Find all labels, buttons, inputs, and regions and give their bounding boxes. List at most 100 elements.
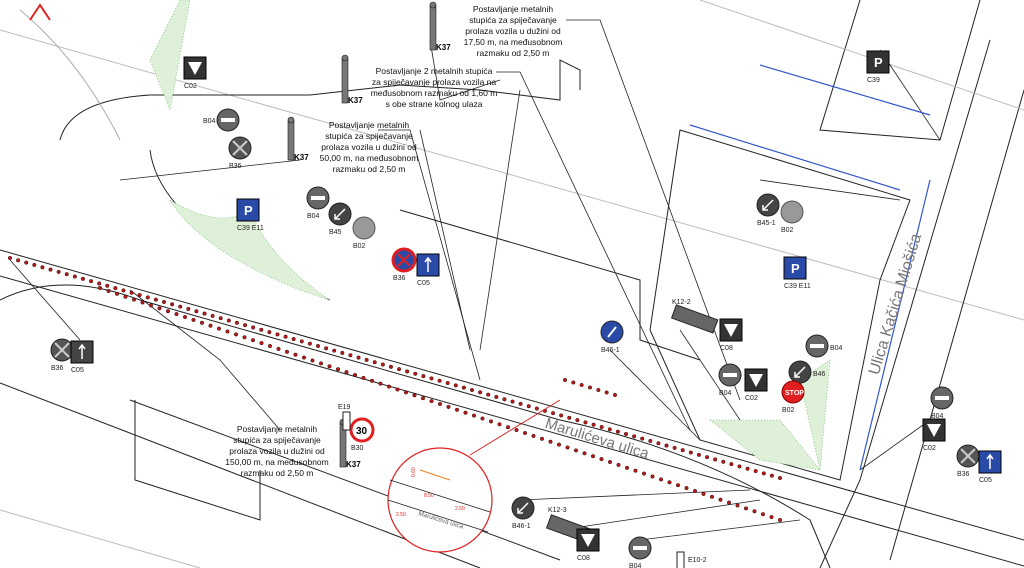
bollard xyxy=(735,503,740,508)
sign-c02 xyxy=(183,56,207,80)
bollard xyxy=(710,494,715,499)
sign-c05 xyxy=(70,340,94,364)
bollard xyxy=(56,269,61,274)
bollard xyxy=(137,293,142,298)
bollard xyxy=(582,451,587,456)
bollard xyxy=(510,399,515,404)
sign-code-label: C02 xyxy=(745,395,758,402)
sign-code-label: C08 xyxy=(577,555,590,562)
bollard xyxy=(596,388,601,393)
bollard xyxy=(7,256,12,261)
bollard xyxy=(202,311,207,316)
bollard xyxy=(446,404,451,409)
bollard xyxy=(412,393,417,398)
bollard xyxy=(302,355,307,360)
bollard xyxy=(445,381,450,386)
bollard xyxy=(348,353,353,358)
bollard xyxy=(534,406,539,411)
bollard xyxy=(336,367,341,372)
sign-code-label: B30 xyxy=(351,445,364,452)
bollard xyxy=(486,392,491,397)
bollard xyxy=(583,420,588,425)
bollard xyxy=(259,341,264,346)
bollard xyxy=(275,332,280,337)
bollard xyxy=(194,309,199,314)
bollard xyxy=(769,473,774,478)
sign-b46 xyxy=(788,360,812,384)
sign-code-label: B46-1 xyxy=(601,347,620,354)
bollard xyxy=(199,320,204,325)
bollard xyxy=(397,367,402,372)
bollard xyxy=(114,291,119,296)
bollard xyxy=(737,464,742,469)
bollard xyxy=(268,344,273,349)
bollard xyxy=(571,380,576,385)
bollard xyxy=(250,338,255,343)
sign-b04 xyxy=(306,186,330,210)
sign-code-label: B46 xyxy=(813,371,826,378)
bollard xyxy=(729,462,734,467)
parking-icon: P xyxy=(244,203,253,218)
bollard xyxy=(574,448,579,453)
bollard xyxy=(364,357,369,362)
sign-c39: P xyxy=(783,256,807,280)
bollard xyxy=(624,432,629,437)
bollard xyxy=(105,283,110,288)
bollard xyxy=(24,260,29,265)
bollard xyxy=(64,272,69,277)
sign-b46-1 xyxy=(511,496,535,520)
bollard xyxy=(565,445,570,450)
sign-code-label: E19 xyxy=(338,404,351,411)
bollard xyxy=(170,302,175,307)
bollard xyxy=(72,274,77,279)
sign-code-label: B04 xyxy=(719,390,732,397)
bollard xyxy=(472,413,477,418)
bollard xyxy=(548,439,553,444)
sign-code-label: B36 xyxy=(393,275,406,282)
bollard xyxy=(153,297,158,302)
sign-code-label: C39 xyxy=(867,77,880,84)
bollard xyxy=(664,443,669,448)
bollard xyxy=(131,297,136,302)
bollard xyxy=(48,267,53,272)
bollard xyxy=(285,349,290,354)
bollard xyxy=(518,401,523,406)
parking-icon: P xyxy=(791,261,800,276)
bollard xyxy=(405,369,410,374)
sign-code-label: B02 xyxy=(781,227,794,234)
sign-b02: STOP xyxy=(781,380,805,404)
bollard xyxy=(727,500,732,505)
bollard xyxy=(319,361,324,366)
bollard xyxy=(523,431,528,436)
note-bollards-150m: Postavljanje metalnih stupića za spiječa… xyxy=(225,424,329,478)
bollard xyxy=(310,358,315,363)
sign-code-label: E10-2 xyxy=(688,557,707,564)
sign-b45-1 xyxy=(756,193,780,217)
bollard xyxy=(599,457,604,462)
bollard xyxy=(591,454,596,459)
sign-code-label: B04 xyxy=(830,345,843,352)
bollard xyxy=(680,448,685,453)
sign-c08 xyxy=(576,528,600,552)
bollard xyxy=(526,404,531,409)
bollard xyxy=(470,388,475,393)
sign-b02 xyxy=(780,200,804,224)
sign-code-label: B36 xyxy=(51,365,64,372)
bollard xyxy=(97,281,102,286)
bollard-post-icon: K37 xyxy=(341,54,363,105)
sign-b04 xyxy=(718,363,742,387)
sign-b04 xyxy=(628,536,652,560)
sign-code-label: B02 xyxy=(782,407,795,414)
sign-k12-2 xyxy=(670,304,719,334)
bollard xyxy=(559,413,564,418)
bollard xyxy=(642,471,647,476)
bollard xyxy=(161,300,166,305)
sign-b04 xyxy=(805,334,829,358)
bollard xyxy=(361,375,366,380)
sign-code-label: C08 xyxy=(720,345,733,352)
bollard xyxy=(769,515,774,520)
sign-code-label: K12-3 xyxy=(548,507,567,514)
bollard xyxy=(243,323,248,328)
bollard xyxy=(242,335,247,340)
parking-icon: P xyxy=(874,55,883,70)
